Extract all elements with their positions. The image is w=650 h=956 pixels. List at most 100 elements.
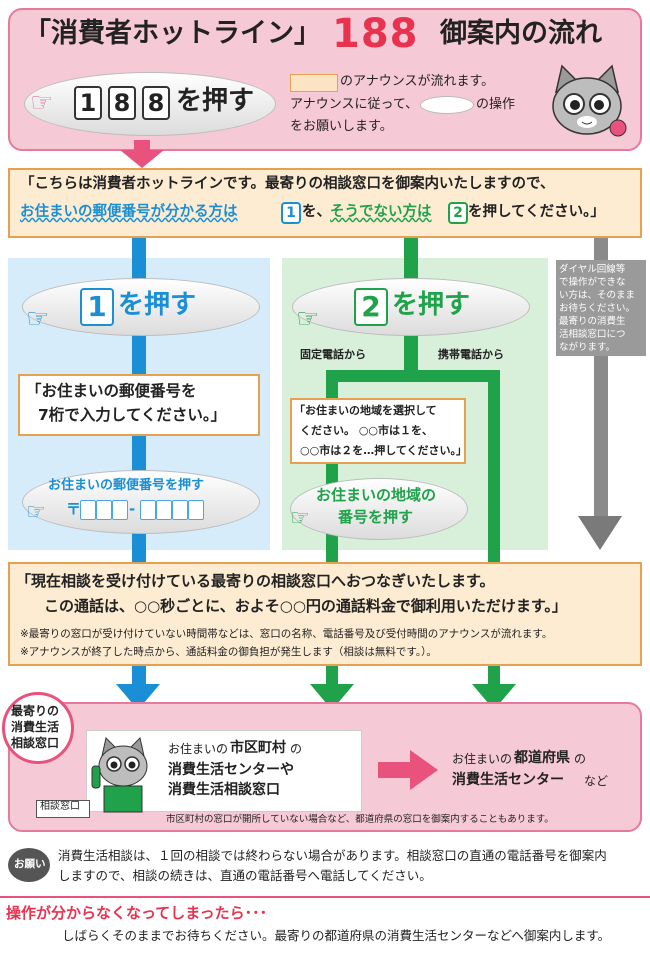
option1-press-label: を押す xyxy=(118,290,197,320)
press-label: を押す xyxy=(176,86,255,116)
postal-digit-box xyxy=(112,500,128,520)
intro-postal-unknown: そうでない方は xyxy=(330,204,432,220)
connect-line2: この通話は、○○秒ごとに、およそ○○円の通話料金で御利用いただけます。」 xyxy=(44,597,567,615)
request-line2: しますので、相談の続きは、直通の電話番号へ電話してください。 xyxy=(58,868,432,883)
postal-digit-box xyxy=(96,500,112,520)
intro-line2-end: を押してください。」 xyxy=(468,204,605,220)
from-landline-label: 固定電話から xyxy=(300,348,366,361)
region-label-line2: 番号を押す xyxy=(338,508,414,526)
trouble-heading: 操作が分からなくなってしまったら･･･ xyxy=(6,904,268,922)
title-number: 188 xyxy=(332,11,419,57)
pointing-hand-icon: ☞ xyxy=(26,500,46,525)
pref-line2b: など xyxy=(584,774,609,788)
header-note-line2b: の操作 xyxy=(476,97,516,112)
postal-digit-box xyxy=(156,500,172,520)
title-part2: 御案内の流れ xyxy=(440,18,602,49)
pref-line1a: お住まいの xyxy=(452,752,513,766)
postal-digit-box xyxy=(80,500,96,520)
green-split-line xyxy=(326,370,500,382)
header-note-line1: のアナウンスが流れます。 xyxy=(340,74,495,89)
pointing-hand-icon: ☞ xyxy=(290,506,310,531)
key-8b: 8 xyxy=(142,86,170,120)
intro-key-2: 2 xyxy=(448,202,468,224)
local-line3: 消費生活相談窓口 xyxy=(168,782,280,798)
intro-box xyxy=(8,168,642,238)
postal-digit-box xyxy=(188,500,204,520)
connect-line1: 「現在相談を受け付けている最寄りの相談窓口へおつなぎいたします。 xyxy=(16,572,495,590)
local-line1c: の xyxy=(290,742,303,756)
postal-digit-box xyxy=(172,500,188,520)
blue-arrow-stem xyxy=(132,666,146,686)
gray-down-arrow-icon xyxy=(578,516,622,550)
badge-line2: 消費生活 xyxy=(11,720,60,734)
option2-press-pill xyxy=(292,278,530,336)
side-note-box xyxy=(556,260,646,356)
pref-line2a: 消費生活センター xyxy=(452,772,564,788)
side-note-5: 最寄りの消費生 xyxy=(559,316,626,327)
side-note-6: 活相談窓口につ xyxy=(559,329,626,340)
right-arrow-stem xyxy=(378,762,412,778)
title-part1: 「消費者ホットライン」 xyxy=(24,18,321,49)
connect-box xyxy=(8,562,642,666)
pref-line1c: の xyxy=(574,752,587,766)
header-note-line3: をお願いします。 xyxy=(290,119,393,134)
header-note-line2a: アナウンスに従って、 xyxy=(290,97,419,112)
local-line2: 消費生活センターや xyxy=(168,762,294,778)
connect-note2: ※アナウンスが終了した時点から、通話料金の御負担が発生します（相談は無料です。）… xyxy=(20,646,437,658)
from-mobile-label: 携帯電話から xyxy=(438,348,504,361)
intro-postal-known: お住まいの郵便番号が分かる方は xyxy=(20,204,238,220)
option2-message-box xyxy=(290,398,466,464)
key-8a: 8 xyxy=(108,86,136,120)
section-divider xyxy=(0,896,650,898)
side-note-1: ダイヤル回線等 xyxy=(559,264,626,275)
operation-swatch xyxy=(420,96,474,114)
side-note-2: で操作ができな xyxy=(559,277,626,288)
option1-key: 1 xyxy=(80,288,114,326)
request-line1: 消費生活相談は、１回の相談では終わらない場合があります。相談窓口の直通の電話番号… xyxy=(58,848,607,863)
option1-press-pill xyxy=(22,278,260,336)
option1-message-box xyxy=(18,374,260,436)
pointing-hand-icon: ☞ xyxy=(26,304,50,334)
local-line1b: 市区町村 xyxy=(230,740,286,756)
region-pill xyxy=(290,478,468,540)
header-arrow-stem xyxy=(134,140,150,152)
option2-press-label: を押す xyxy=(392,290,471,320)
connect-note1: ※最寄りの窓口が受け付けていない時間帯などは、窓口の名称、電話番号及び受付時間の… xyxy=(20,628,553,640)
option1-msg-line2: 7桁で入力してください。」 xyxy=(38,406,227,424)
destination-footnote: 市区町村の窓口が開所していない場合など、都道府県の窓口を御案内することもあります… xyxy=(166,814,554,825)
option2-msg-line1: 「お住まいの地域を選択して xyxy=(294,404,437,417)
region-label-line1: お住まいの地域の xyxy=(316,486,437,504)
option2-msg-line2: ください。 ○○市は１を、 xyxy=(300,424,434,437)
pointing-hand-icon: ☞ xyxy=(296,304,320,334)
postal-dash: - xyxy=(129,500,136,518)
down-arrow-icon xyxy=(120,150,164,168)
desk-sign-label: 相談窓口 xyxy=(40,801,80,812)
side-note-7: ながります。 xyxy=(559,342,616,353)
postal-digit-box xyxy=(140,500,156,520)
announcement-swatch xyxy=(290,74,338,92)
green-arrow-stem xyxy=(488,666,500,686)
telephone-icon xyxy=(91,737,148,813)
side-note-3: い方は、そのまま xyxy=(559,290,636,301)
green-arrow-stem xyxy=(326,666,338,686)
request-badge-label: お願い xyxy=(14,858,46,870)
pointing-hand-icon: ☞ xyxy=(30,88,54,118)
intro-line2-sep: を、 xyxy=(302,204,331,220)
postal-mark: 〒 xyxy=(66,500,82,518)
right-arrow-icon xyxy=(410,750,438,790)
nearest-desk-badge xyxy=(2,692,74,764)
request-badge xyxy=(8,848,50,882)
intro-key-1: 1 xyxy=(281,202,301,224)
local-line1a: お住まいの xyxy=(168,742,229,756)
desk-sign xyxy=(36,800,90,818)
badge-line3: 相談窓口 xyxy=(11,736,60,750)
intro-line1: 「こちらは消費者ホットラインです。最寄りの相談窓口を御案内いたしますので、 xyxy=(20,176,555,192)
pref-line1b: 都道府県 xyxy=(514,750,570,766)
badge-line1: 最寄りの xyxy=(11,704,60,718)
postal-label: お住まいの郵便番号を押す xyxy=(48,478,205,493)
side-note-4: お待ちください。 xyxy=(559,303,636,314)
cat-mascot-icon xyxy=(552,64,627,137)
option1-msg-line1: 「お住まいの郵便番号を xyxy=(26,382,197,400)
option2-msg-line3: ○○市は２を…押してください。」 xyxy=(300,444,468,457)
trouble-text: しばらくそのままでお待ちください。最寄りの都道府県の消費生活センターなどへ御案内… xyxy=(62,928,611,943)
